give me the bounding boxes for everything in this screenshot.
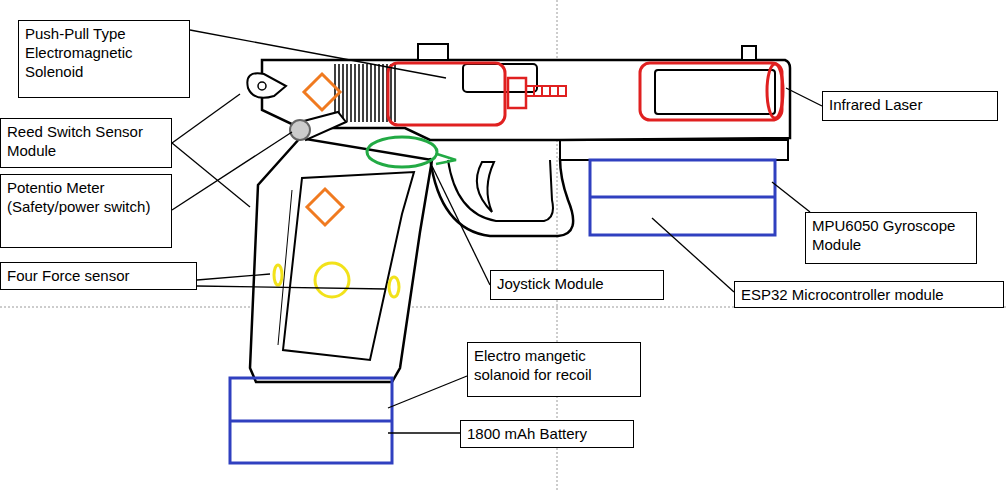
module-block <box>590 160 775 235</box>
leader-line <box>432 166 490 285</box>
label-box: 1800 mAh Battery <box>460 420 634 448</box>
leader-line <box>772 182 810 212</box>
hammer <box>247 73 286 98</box>
leader-line <box>652 218 734 292</box>
leader-line <box>388 376 467 408</box>
laser-marker <box>640 63 782 120</box>
label-text: 1800 mAh Battery <box>467 424 627 443</box>
joystick-marker-tail <box>436 154 456 164</box>
trigger-guard <box>430 158 573 236</box>
leader-line <box>172 94 240 143</box>
leader-line <box>197 274 270 280</box>
label-text: ESP32 Microcontroller module <box>741 285 997 304</box>
safety-pivot <box>290 120 310 140</box>
rear-sight <box>418 44 448 60</box>
module-divider <box>590 196 775 199</box>
solenoid-plunger <box>508 78 526 108</box>
label-box: MPU6050 Gyroscope Module <box>805 212 977 264</box>
label-box: Infrared Laser <box>822 91 998 121</box>
leader-line <box>197 286 386 289</box>
force-sensor-marker <box>315 263 349 297</box>
trigger <box>477 162 494 212</box>
label-box: Joystick Module <box>490 270 664 300</box>
joystick-marker <box>367 137 437 167</box>
module-divider <box>230 420 392 423</box>
module-block <box>230 378 392 463</box>
laser-lens <box>767 64 783 118</box>
label-box: Reed Switch Sensor Module <box>0 118 172 168</box>
force-sensor-marker <box>389 277 399 297</box>
label-text: Electro mangetic solanoid for recoil <box>474 346 634 384</box>
label-text: Potentio Meter (Safety/power switch) <box>7 178 165 216</box>
leader-line <box>786 88 822 106</box>
reed-switch-marker <box>304 74 340 110</box>
label-box: Push-Pull Type Electromagnetic Solenoid <box>18 20 190 98</box>
label-box: ESP32 Microcontroller module <box>734 281 1004 308</box>
solenoid-marker <box>388 63 505 125</box>
label-text: Push-Pull Type Electromagnetic Solenoid <box>25 24 183 81</box>
solenoid-spring <box>526 86 566 96</box>
label-box: Electro mangetic solanoid for recoil <box>467 342 641 397</box>
label-text: Reed Switch Sensor Module <box>7 122 165 160</box>
force-sensor-marker <box>274 265 282 285</box>
leader-line <box>172 143 250 207</box>
front-sight <box>742 46 756 60</box>
trigger-guard-inner <box>448 160 553 221</box>
leader-line <box>190 30 446 78</box>
label-text: MPU6050 Gyroscope Module <box>812 216 970 254</box>
label-box: Four Force sensor <box>0 262 197 290</box>
label-text: Joystick Module <box>497 274 657 293</box>
slide-outline <box>262 60 790 140</box>
hammer-hole <box>258 82 266 90</box>
slide-serrations <box>335 64 395 122</box>
label-text: Four Force sensor <box>7 266 190 285</box>
grip-outline <box>250 138 432 382</box>
leader-line <box>172 132 292 210</box>
label-text: Infrared Laser <box>829 95 991 114</box>
leader-line <box>388 432 460 433</box>
frame-dust-cover <box>560 140 788 160</box>
reed-switch-marker <box>307 189 343 225</box>
grip-panel <box>283 172 414 360</box>
barrel-bushing <box>655 70 775 114</box>
label-box: Potentio Meter (Safety/power switch) <box>0 174 172 248</box>
